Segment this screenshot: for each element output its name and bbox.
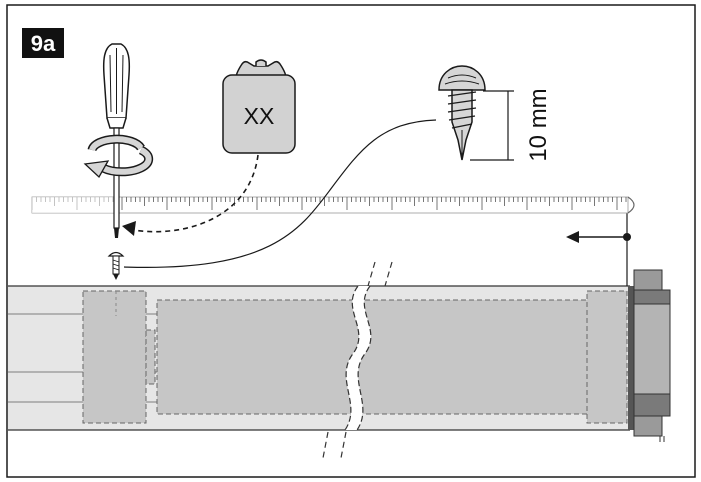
- rotate-arrow-icon: [83, 134, 154, 179]
- step-badge: 9a: [22, 28, 64, 58]
- dashed-arrow: [132, 154, 259, 233]
- dimension-bracket: [470, 90, 514, 161]
- inner-components: [82, 290, 628, 424]
- measuring-tape-icon: [31, 196, 635, 214]
- arrow-left-icon: [566, 231, 631, 243]
- connector-curve: [123, 119, 437, 268]
- tag-text: XX: [244, 103, 275, 129]
- tube-break-gap: [345, 286, 371, 430]
- screwdriver-icon: [102, 43, 131, 238]
- tag-icon: XX: [222, 59, 296, 154]
- dimension-label: 10 mm: [525, 88, 552, 161]
- roller-tube: [8, 261, 630, 459]
- step-label: 9a: [31, 31, 56, 56]
- motor-end-cap: [628, 269, 671, 442]
- screw-icon: [438, 65, 486, 161]
- screw-small-icon: [107, 251, 125, 280]
